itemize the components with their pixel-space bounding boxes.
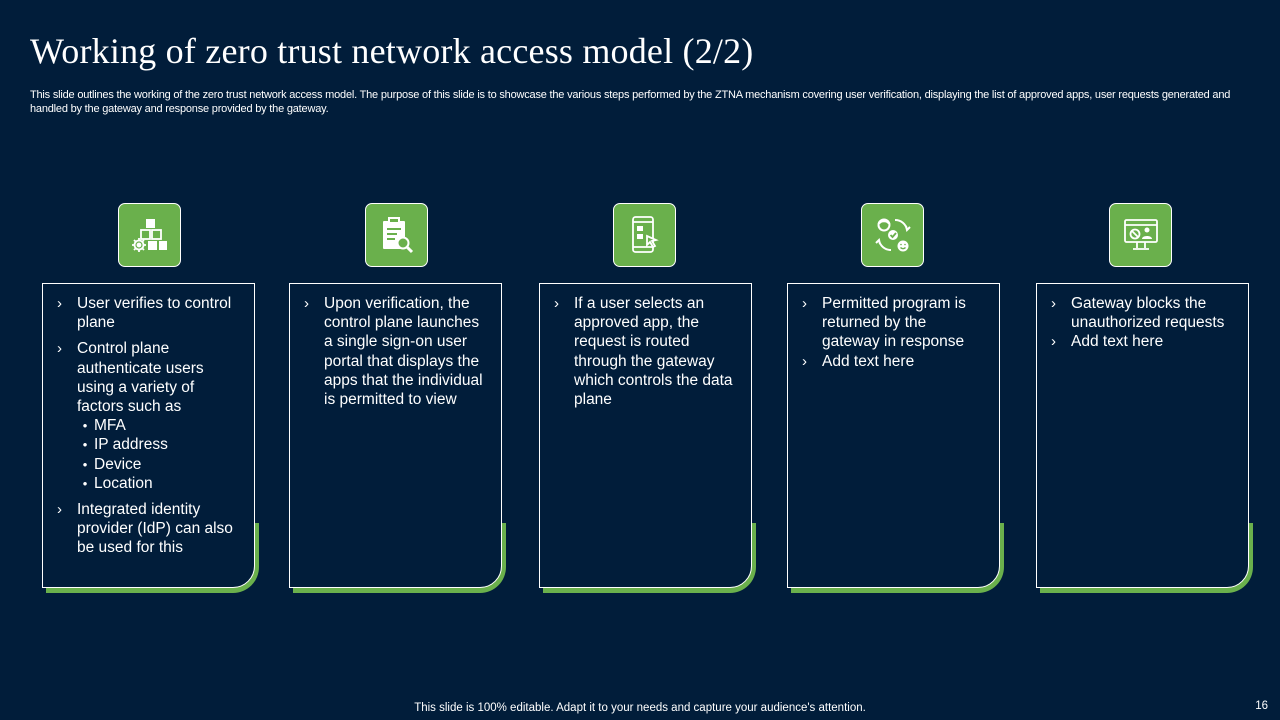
sub-item: •IP address <box>76 435 242 454</box>
list-item: › Gateway blocks the unauthorized reques… <box>1051 295 1225 332</box>
step-card-5: › Gateway blocks the unauthorized reques… <box>1036 283 1253 593</box>
bullet-icon: • <box>82 456 88 472</box>
list-item: › Permitted program is returned by the g… <box>802 295 966 351</box>
chevron-right-icon: › <box>802 352 807 370</box>
page-number: 16 <box>1255 700 1268 712</box>
blocked-monitor-icon <box>1123 219 1158 250</box>
slide-subtitle: This slide outlines the working of the z… <box>30 89 1231 115</box>
list-item: › If a user selects an approved app, the… <box>554 295 733 409</box>
step-icon-2 <box>365 203 428 267</box>
chevron-right-icon: › <box>304 295 309 312</box>
step-icon-1 <box>118 203 181 267</box>
step-icon-5 <box>1109 203 1172 267</box>
support-cycle-icon <box>874 218 911 252</box>
step-card-3: › If a user selects an approved app, the… <box>539 283 756 593</box>
step-icon-4 <box>861 203 924 267</box>
sub-item: •Location <box>76 474 242 493</box>
step-card-1: › User verifies to control plane › Contr… <box>42 283 259 593</box>
chevron-right-icon: › <box>1051 333 1056 351</box>
list-item: › Add text here <box>802 352 915 370</box>
bullet-icon: • <box>82 475 88 491</box>
card-body: › Upon verification, the control plane l… <box>289 283 502 588</box>
step-card-4: › Permitted program is returned by the g… <box>787 283 1004 593</box>
list-item: › Integrated identity provider (IdP) can… <box>57 501 233 557</box>
bullet-icon: • <box>82 437 88 453</box>
slide-title: Working of zero trust network access mod… <box>30 31 754 71</box>
list-item: › Upon verification, the control plane l… <box>304 295 483 409</box>
bullet-icon: • <box>82 418 88 434</box>
sub-item: •MFA <box>76 416 242 435</box>
card-body: › If a user selects an approved app, the… <box>539 283 752 588</box>
mobile-tap-icon <box>631 216 659 253</box>
chevron-right-icon: › <box>57 501 62 519</box>
list-item: › Control plane authenticate users using… <box>57 339 242 493</box>
card-body: › Permitted program is returned by the g… <box>787 283 1000 588</box>
step-card-2: › Upon verification, the control plane l… <box>289 283 506 593</box>
card-body: › User verifies to control plane › Contr… <box>42 283 255 588</box>
sub-item: •Device <box>76 455 242 474</box>
list-item: › User verifies to control plane <box>57 295 232 332</box>
card-body: › Gateway blocks the unauthorized reques… <box>1036 283 1249 588</box>
chevron-right-icon: › <box>57 340 62 358</box>
list-item: › Add text here <box>1051 333 1164 351</box>
chevron-right-icon: › <box>554 295 559 312</box>
chevron-right-icon: › <box>1051 295 1056 312</box>
chevron-right-icon: › <box>802 295 807 312</box>
blocks-gear-icon <box>131 219 167 252</box>
clipboard-search-icon <box>382 217 413 254</box>
chevron-right-icon: › <box>57 295 62 312</box>
step-icon-3 <box>613 203 676 267</box>
footer-note: This slide is 100% editable. Adapt it to… <box>414 702 866 714</box>
